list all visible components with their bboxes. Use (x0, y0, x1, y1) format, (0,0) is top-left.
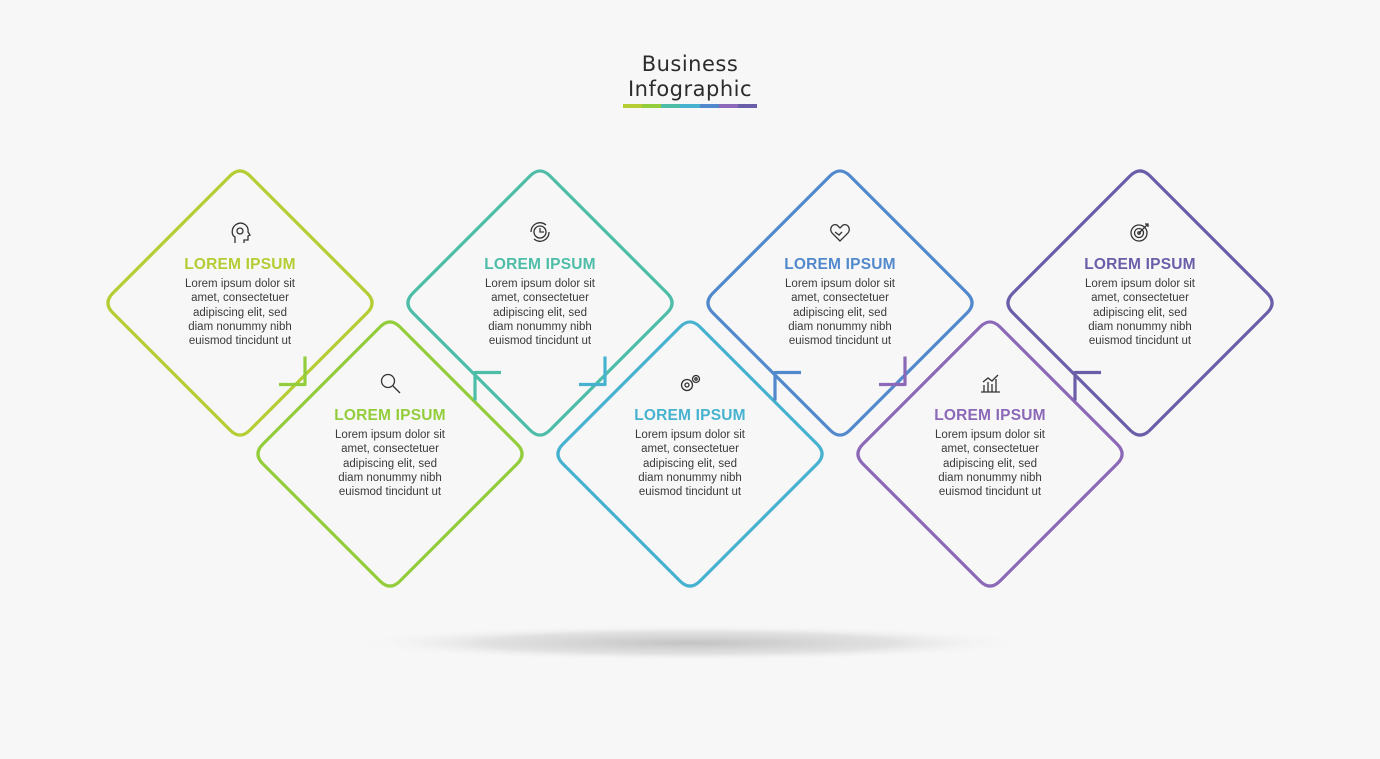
step-7-diamond (1006, 169, 1274, 437)
step-1-diamond (106, 169, 374, 437)
step-body-line: Lorem ipsum dolor sit (185, 278, 295, 290)
step-body-line: amet, consectetuer (341, 443, 439, 456)
title-bar-segment (661, 104, 681, 108)
step-body-line: euismod tincidunt ut (638, 486, 742, 499)
step-body-line: Lorem ipsum dolor sit (635, 429, 745, 441)
step-body-line: euismod tincidunt ut (338, 486, 442, 499)
ground-shadow (350, 625, 1030, 661)
connector-4 (773, 370, 801, 401)
title-bar-segment (699, 104, 719, 108)
step-body-line: diam nonummy nibh (188, 320, 292, 333)
infographic-title: Business Infographic (590, 52, 790, 102)
step-body-line: adipiscing elit, sed (1093, 306, 1187, 319)
title-color-bar (623, 104, 757, 108)
title-bar-segment (623, 104, 643, 108)
step-heading: LOREM IPSUM (784, 256, 896, 273)
step-5-card: LOREM IPSUM Lorem ipsum dolor sit amet, co… (765, 256, 915, 348)
step-2-card: LOREM IPSUM Lorem ipsum dolor sit amet, co… (315, 407, 465, 499)
title-line-1: Business (641, 52, 739, 76)
step-6-card: LOREM IPSUM Lorem ipsum dolor sit amet, co… (915, 407, 1065, 499)
step-4-card: LOREM IPSUM Lorem ipsum dolor sit amet, co… (615, 407, 765, 499)
step-body-line: adipiscing elit, sed (193, 306, 287, 319)
step-body-line: diam nonummy nibh (338, 471, 442, 484)
step-body-line: Lorem ipsum dolor sit (335, 429, 445, 441)
step-body-line: Lorem ipsum dolor sit (1085, 278, 1195, 290)
step-body-line: adipiscing elit, sed (643, 457, 737, 470)
title-bar-segment (718, 104, 738, 108)
step-4-diamond (556, 320, 824, 588)
clock-cycle-icon (530, 222, 550, 242)
step-body-line: Lorem ipsum dolor sit (485, 278, 595, 290)
step-5-diamond (706, 169, 974, 437)
step-6-diamond (856, 320, 1124, 588)
step-heading: LOREM IPSUM (334, 407, 446, 424)
step-body-line: diam nonummy nibh (938, 471, 1042, 484)
step-body-line: amet, consectetuer (641, 443, 739, 456)
step-body-line: euismod tincidunt ut (788, 335, 892, 348)
step-body-line: amet, consectetuer (941, 443, 1039, 456)
step-body-line: adipiscing elit, sed (343, 457, 437, 470)
step-body-line: diam nonummy nibh (788, 320, 892, 333)
step-2-diamond (256, 320, 524, 588)
connector-6 (1073, 370, 1101, 401)
step-heading: LOREM IPSUM (934, 407, 1046, 424)
step-body-line: Lorem ipsum dolor sit (935, 429, 1045, 441)
step-heading: LOREM IPSUM (484, 256, 596, 273)
handshake-heart-icon (830, 223, 850, 242)
step-1-card: LOREM IPSUM Lorem ipsum dolor sit amet, co… (165, 256, 315, 348)
step-heading: LOREM IPSUM (634, 407, 746, 424)
step-heading: LOREM IPSUM (1084, 256, 1196, 273)
target-icon (1130, 223, 1149, 242)
head-gear-icon (231, 222, 251, 243)
connector-3 (579, 356, 607, 387)
step-3-card: LOREM IPSUM Lorem ipsum dolor sit amet, co… (465, 256, 615, 348)
step-7-card: LOREM IPSUM Lorem ipsum dolor sit amet, co… (1065, 256, 1215, 348)
step-3-diamond (406, 169, 674, 437)
step-body-line: diam nonummy nibh (488, 320, 592, 333)
step-body-line: amet, consectetuer (191, 292, 289, 305)
step-body-line: euismod tincidunt ut (188, 335, 292, 348)
step-body-line: Lorem ipsum dolor sit (785, 278, 895, 290)
title-bar-segment (680, 104, 700, 108)
bar-chart-icon (981, 374, 1000, 393)
step-body-line: euismod tincidunt ut (488, 335, 592, 348)
connector-2 (473, 370, 501, 401)
magnifier-icon (380, 373, 401, 394)
step-body-line: adipiscing elit, sed (943, 457, 1037, 470)
connector-1 (279, 356, 307, 387)
step-body-line: amet, consectetuer (791, 292, 889, 305)
step-body-line: diam nonummy nibh (1088, 320, 1192, 333)
title-bar-segment (737, 104, 757, 108)
step-heading: LOREM IPSUM (184, 256, 296, 273)
step-body-line: diam nonummy nibh (638, 471, 742, 484)
step-body-line: euismod tincidunt ut (938, 486, 1042, 499)
step-body-line: adipiscing elit, sed (493, 306, 587, 319)
title-line-2: Infographic (627, 77, 753, 101)
step-body-line: adipiscing elit, sed (793, 306, 887, 319)
gears-icon (680, 374, 701, 392)
step-body-line: amet, consectetuer (1091, 292, 1189, 305)
step-body-line: amet, consectetuer (491, 292, 589, 305)
title-bar-segment (642, 104, 662, 108)
connector-5 (879, 356, 907, 387)
step-body-line: euismod tincidunt ut (1088, 335, 1192, 348)
